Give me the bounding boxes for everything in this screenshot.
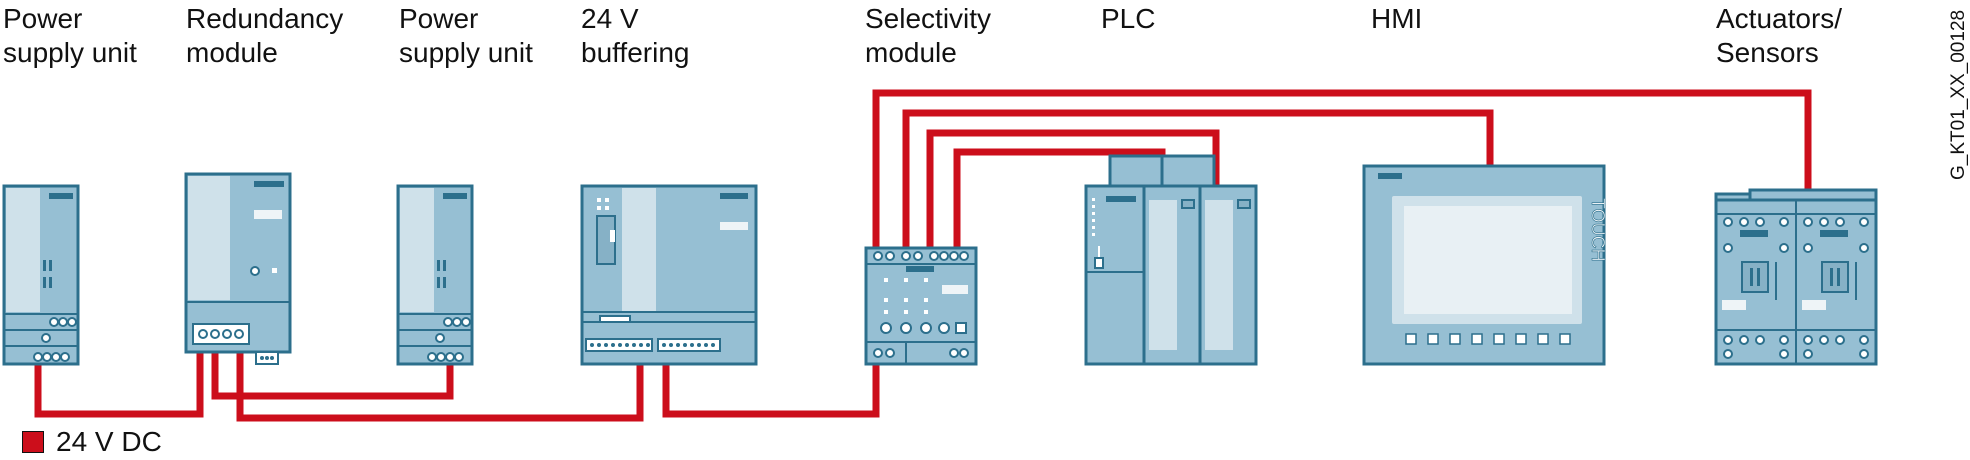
device-hmi: TOUCH	[1362, 164, 1608, 366]
legend-label: 24 V DC	[56, 426, 162, 457]
legend-swatch	[22, 431, 44, 453]
label-hmi: HMI	[1371, 3, 1423, 34]
hmi-brand-text: TOUCH	[1588, 198, 1608, 262]
device-selectivity-module	[864, 246, 978, 366]
device-power-supply-unit-1	[2, 184, 80, 366]
device-24v-buffering	[580, 184, 758, 366]
device-power-supply-unit-2	[396, 184, 474, 366]
legend: 24 V DC	[22, 426, 162, 458]
wires-24v-dc	[34, 89, 1812, 422]
label-plc: PLC	[1101, 3, 1156, 34]
device-actuators-sensors	[1714, 188, 1878, 366]
label-actuators-sensors: Actuators/Sensors	[1716, 3, 1843, 68]
device-plc	[1084, 154, 1258, 366]
device-redundancy-module	[184, 172, 292, 365]
